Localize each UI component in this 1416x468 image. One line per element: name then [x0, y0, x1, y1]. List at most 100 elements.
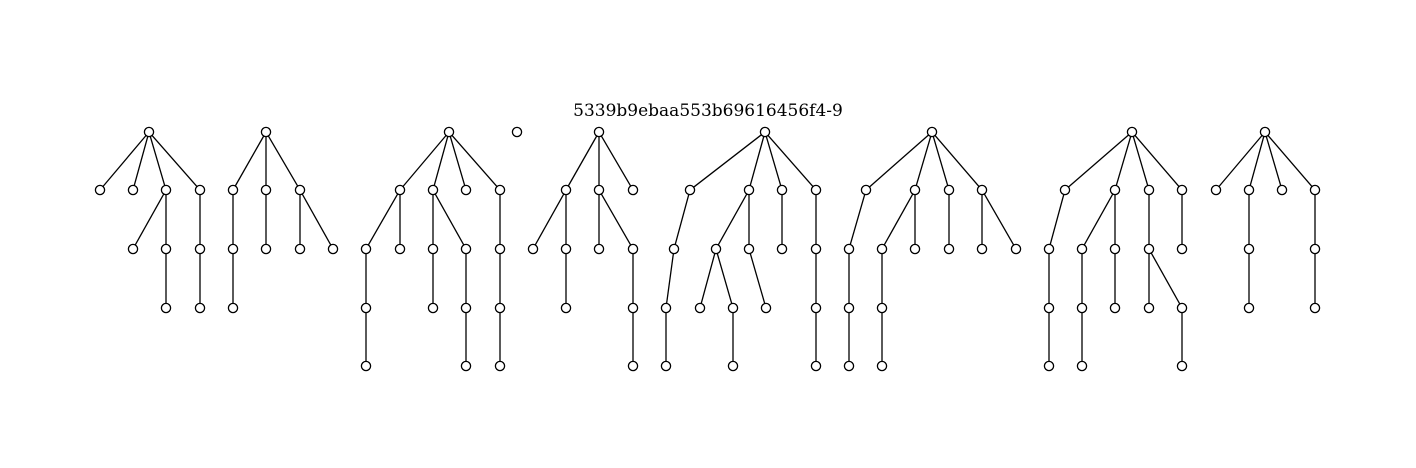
tree-node	[1143, 243, 1155, 255]
tree-node	[1309, 302, 1321, 314]
tree-node	[227, 243, 239, 255]
tree-node	[1109, 243, 1121, 255]
tree-node	[810, 360, 822, 372]
tree-node	[727, 302, 739, 314]
tree-node	[627, 184, 639, 196]
tree-edge	[1115, 136, 1132, 186]
tree-node	[776, 243, 788, 255]
tree-node	[560, 302, 572, 314]
tree-edge	[234, 135, 265, 187]
tree-edge	[665, 253, 675, 304]
tree-node	[360, 243, 372, 255]
tree-node	[759, 126, 771, 138]
tree-node	[1176, 302, 1188, 314]
tree-edge	[434, 193, 465, 246]
tree-edge	[717, 193, 748, 246]
tree-node	[460, 360, 472, 372]
tree-node	[494, 360, 506, 372]
tree-node	[360, 360, 372, 372]
tree-node	[127, 243, 139, 255]
tree-node	[560, 243, 572, 255]
tree-node	[1259, 126, 1271, 138]
tree-edge	[102, 135, 147, 187]
tree-edge	[693, 134, 762, 188]
tree-node	[127, 184, 139, 196]
tree-edge	[133, 136, 149, 186]
tree-node	[1210, 184, 1222, 196]
tree-edge	[674, 194, 690, 245]
tree-node	[160, 243, 172, 255]
tree-node	[593, 126, 605, 138]
tree-node	[810, 243, 822, 255]
tree-node	[160, 184, 172, 196]
tree-node	[943, 243, 955, 255]
tree-node	[1276, 184, 1288, 196]
tree-edge	[134, 193, 165, 246]
tree-edge	[367, 193, 399, 246]
tree-node	[427, 243, 439, 255]
tree-edge	[869, 134, 929, 188]
tree-edge	[932, 136, 949, 186]
tree-node	[194, 184, 206, 196]
tree-node	[860, 184, 872, 196]
tree-edge	[716, 253, 733, 304]
tree-node	[494, 243, 506, 255]
tree-node	[909, 243, 921, 255]
tree-node	[727, 360, 739, 372]
tree-node	[1309, 184, 1321, 196]
tree-node	[909, 184, 921, 196]
tree-node	[684, 184, 696, 196]
tree-node	[1176, 243, 1188, 255]
tree-node	[1109, 302, 1121, 314]
diagram-title: 5339b9ebaa553b69616456f4-9	[573, 101, 843, 121]
tree-edge	[1267, 135, 1313, 187]
tree-node	[460, 184, 472, 196]
tree-node	[427, 302, 439, 314]
tree-node	[943, 184, 955, 196]
tree-edge	[1265, 136, 1282, 186]
tree-node	[627, 243, 639, 255]
tree-edge	[849, 194, 866, 245]
tree-node	[194, 243, 206, 255]
tree-node	[810, 302, 822, 314]
tree-node	[710, 243, 722, 255]
tree-edge	[1068, 134, 1129, 188]
tree-node	[976, 184, 988, 196]
tree-edge	[534, 193, 565, 246]
tree-node	[460, 243, 472, 255]
tree-node	[627, 360, 639, 372]
tree-node	[1076, 243, 1088, 255]
tree-node	[260, 243, 272, 255]
tree-node	[876, 243, 888, 255]
nodes-layer	[94, 126, 1321, 372]
tree-edge	[451, 135, 498, 187]
tree-edge	[749, 136, 765, 186]
tree-node	[94, 184, 106, 196]
tree-node	[1076, 360, 1088, 372]
tree-edge	[1150, 252, 1181, 305]
tree-node	[593, 184, 605, 196]
tree-edge	[934, 135, 980, 187]
tree-node	[360, 302, 372, 314]
tree-node	[560, 184, 572, 196]
tree-node	[1309, 243, 1321, 255]
tree-node	[494, 184, 506, 196]
tree-node	[743, 184, 755, 196]
tree-node	[876, 302, 888, 314]
tree-node	[1143, 302, 1155, 314]
tree-edge	[765, 136, 782, 186]
tree-edge	[149, 136, 166, 186]
tree-node	[843, 360, 855, 372]
tree-node	[160, 302, 172, 314]
tree-edge	[883, 193, 914, 246]
tree-node	[1243, 243, 1255, 255]
tree-node	[593, 243, 605, 255]
tree-node	[1176, 184, 1188, 196]
tree-node	[294, 184, 306, 196]
tree-node	[843, 243, 855, 255]
tree-node	[1043, 360, 1055, 372]
tree-node	[394, 243, 406, 255]
tree-node	[1109, 184, 1121, 196]
tree-node	[1243, 184, 1255, 196]
